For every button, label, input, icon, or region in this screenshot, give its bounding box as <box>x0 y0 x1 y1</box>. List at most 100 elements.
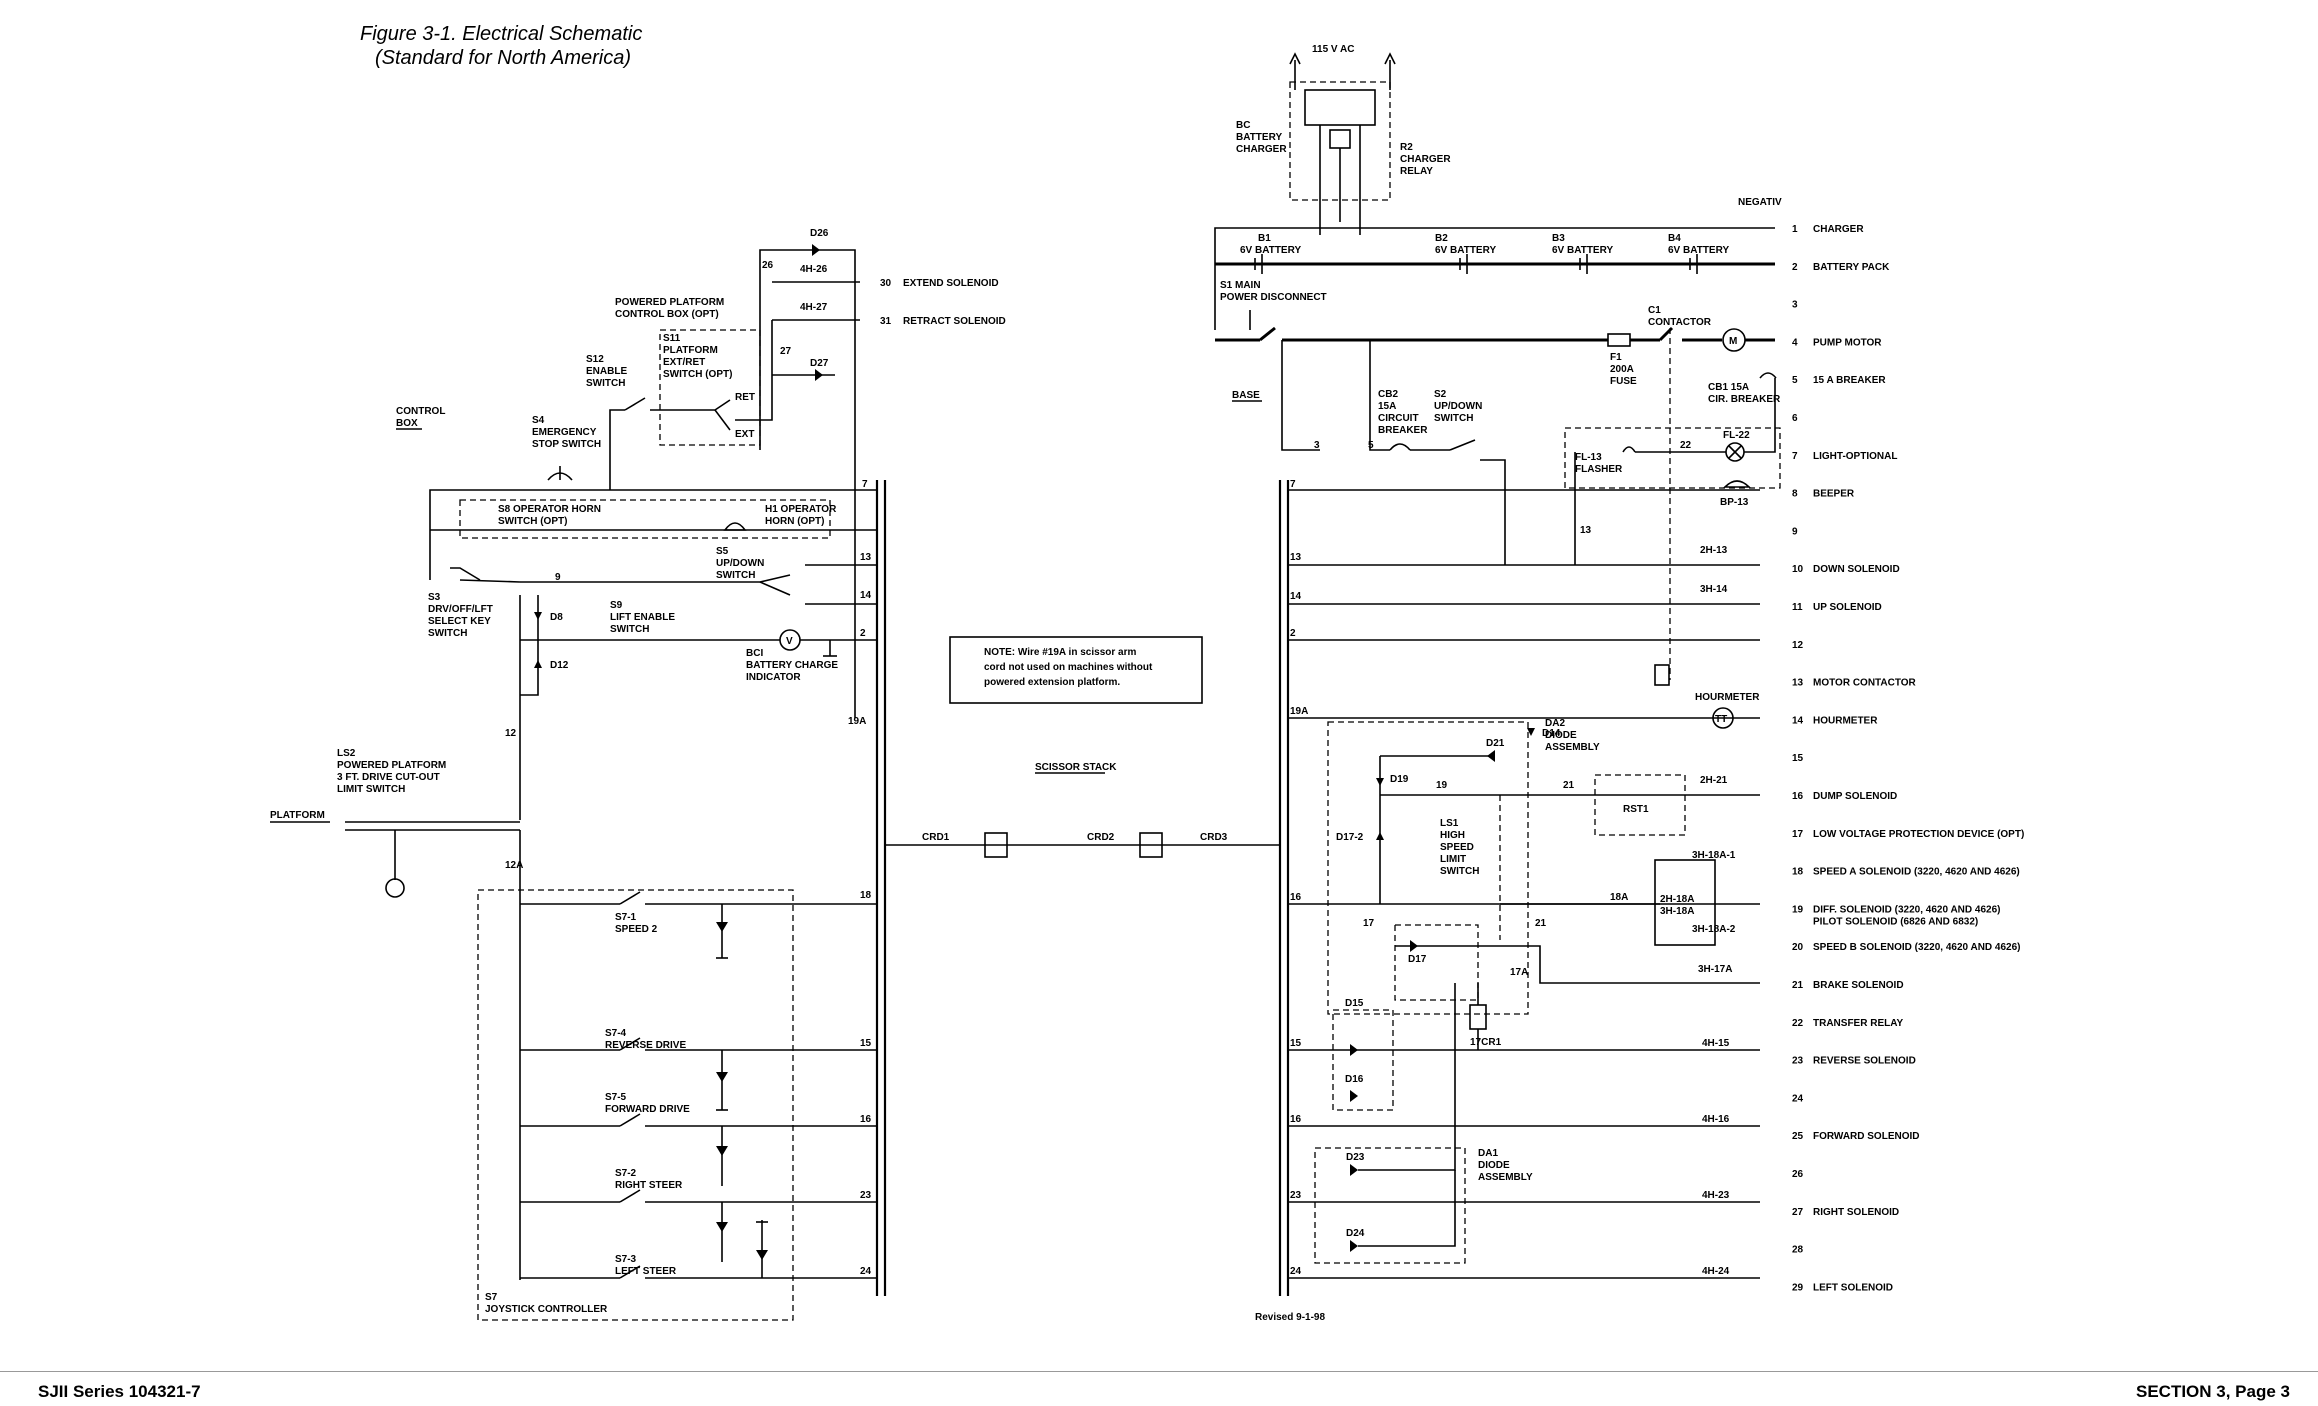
coil-tag-16: 2H-21 <box>1700 775 1728 786</box>
wire-7-left: 7 <box>862 479 868 490</box>
s9-label-2: LIFT ENABLE <box>610 612 675 623</box>
b1-label-2: 6V BATTERY <box>1240 245 1301 256</box>
terminal-number: 11 <box>1792 602 1803 613</box>
s8-label-2: SWITCH (OPT) <box>498 516 567 527</box>
wire-21b: 21 <box>1535 918 1547 929</box>
s72-label: S7-2 <box>615 1168 637 1179</box>
terminal-number: 1 <box>1792 224 1798 235</box>
wire-15-left: 15 <box>860 1038 872 1049</box>
wire-16-left: 16 <box>860 1114 872 1125</box>
terminal-number: 13 <box>1792 678 1804 689</box>
coil-tag-21: 3H-17A <box>1698 964 1732 975</box>
s72-label-2: RIGHT STEER <box>615 1180 683 1191</box>
h427-label: 4H-27 <box>800 302 828 313</box>
h426-label: 4H-26 <box>800 264 828 275</box>
d26-label: D26 <box>810 228 829 239</box>
cord3-label: CRD3 <box>1200 832 1228 843</box>
terminal-number: 26 <box>1792 1169 1804 1180</box>
coil-tag-29: 4H-24 <box>1702 1266 1730 1277</box>
supply-label: 115 V AC <box>1312 44 1354 55</box>
wire-13: 13 <box>1580 525 1592 536</box>
ext-ret-solenoids: D26 26 4H-26 30 EXTEND SOLENOID 4H-27 31… <box>735 228 1006 485</box>
b3-label-2: 6V BATTERY <box>1552 245 1613 256</box>
terminal-number: 28 <box>1792 1245 1804 1256</box>
wire-18-left: 18 <box>860 890 872 901</box>
s75-label: S7-5 <box>605 1092 627 1103</box>
terminal-number: 14 <box>1792 715 1804 726</box>
figure-caption-line1: Figure 3-1. Electrical Schematic <box>360 23 642 45</box>
terminal-number: 17 <box>1792 829 1804 840</box>
base-wire-23: 23 <box>1290 1190 1302 1201</box>
bp13-label: BP-13 <box>1720 497 1749 508</box>
terminal-number: 21 <box>1792 980 1804 991</box>
d21-label: D21 <box>1486 738 1505 749</box>
note-box: NOTE: Wire #19A in scissor arm cord not … <box>949 636 1203 704</box>
f1-label: F1 <box>1610 352 1622 363</box>
terminal-number: 7 <box>1792 451 1798 462</box>
ls1-label: LS1 <box>1440 818 1459 829</box>
wire-5: 5 <box>1368 440 1374 451</box>
base-wire-16b: 16 <box>1290 1114 1302 1125</box>
base-wire-13: 13 <box>1290 552 1302 563</box>
coil-tag-25: 4H-16 <box>1702 1114 1730 1125</box>
terminal-label: SPEED B SOLENOID (3220, 4620 AND 4626) <box>1813 942 2021 953</box>
b2-label: B2 <box>1435 233 1448 244</box>
r2-label-3: RELAY <box>1400 166 1433 177</box>
d17-label: D17 <box>1408 954 1427 965</box>
ls1-label-3: SPEED <box>1440 842 1474 853</box>
s74-label: S7-4 <box>605 1028 627 1039</box>
s12-label-3: SWITCH <box>586 378 625 389</box>
s9-label: S9 <box>610 600 623 611</box>
note-line3: powered extension platform. <box>984 677 1120 688</box>
battery-pack: B1 6V BATTERY B2 6V BATTERY B3 6V BATTER… <box>1214 197 1782 330</box>
d23-label: D23 <box>1346 1152 1365 1163</box>
main-power-line: S1 MAIN POWER DISCONNECT M F1 200A FUSE … <box>1215 280 1775 680</box>
pp-box-label: POWERED PLATFORM <box>615 297 724 308</box>
revised-label: Revised 9-1-98 <box>1255 1312 1325 1323</box>
terminal-number: 9 <box>1792 526 1798 537</box>
terminal-number: 16 <box>1792 791 1804 802</box>
base-wire-7: 7 <box>1290 479 1296 490</box>
s11-label-4: SWITCH (OPT) <box>663 369 732 380</box>
control-box: CONTROL BOX S4 EMERGENCY STOP SWITCH 7 S… <box>396 406 877 820</box>
wire-21: 21 <box>1563 780 1575 791</box>
wire-12: 12 <box>505 728 517 739</box>
f1-label-2: 200A <box>1610 364 1634 375</box>
bci-label-2: BATTERY CHARGE <box>746 660 838 671</box>
cb2-s2: CB2 15A CIRCUIT BREAKER S2 UP/DOWN SWITC… <box>1368 340 1506 565</box>
terminal-label: BATTERY PACK <box>1813 262 1890 273</box>
bci-label-3: INDICATOR <box>746 672 801 683</box>
terminal-label: LIGHT-OPTIONAL <box>1813 451 1897 462</box>
s3-label-3: SELECT KEY <box>428 616 491 627</box>
terminal-number: 4 <box>1792 337 1798 348</box>
terminal-number: 2 <box>1792 262 1798 273</box>
r2-label: R2 <box>1400 142 1413 153</box>
b3-label: B3 <box>1552 233 1565 244</box>
terminal-number: 24 <box>1792 1093 1804 1104</box>
da2-label-2: DIODE <box>1545 730 1577 741</box>
s73-label: S7-3 <box>615 1254 637 1265</box>
terminal-number: 10 <box>1792 564 1804 575</box>
s11-ret: RET <box>735 392 755 403</box>
h1-label-2: HORN (OPT) <box>765 516 824 527</box>
note-line1: NOTE: Wire #19A in scissor arm <box>984 647 1136 658</box>
scissor-stack-label: SCISSOR STACK <box>1035 762 1117 773</box>
fl13-label: FL-13 <box>1575 452 1602 463</box>
s3-label-2: DRV/OFF/LFT <box>428 604 493 615</box>
c1-label: C1 <box>1648 305 1661 316</box>
terminal-label: DIFF. SOLENOID (3220, 4620 AND 4626) <box>1813 904 2000 915</box>
terminal-label: CHARGER <box>1813 224 1864 235</box>
wire-17: 17 <box>1363 918 1375 929</box>
da2-label: DA2 <box>1545 718 1565 729</box>
terminal-sub-label: PILOT SOLENOID (6826 AND 6832) <box>1813 916 1978 927</box>
voltmeter-symbol: V <box>786 636 793 647</box>
terminal-number: 29 <box>1792 1282 1804 1293</box>
c1-label-2: CONTACTOR <box>1648 317 1712 328</box>
note-line2: cord not used on machines without <box>984 662 1153 673</box>
s7-label: S7 <box>485 1292 498 1303</box>
wire-31: 31 <box>880 316 892 327</box>
s4-label-3: STOP SWITCH <box>532 439 601 450</box>
wire-12a: 12A <box>505 860 523 871</box>
terminal-label: 15 A BREAKER <box>1813 375 1886 386</box>
